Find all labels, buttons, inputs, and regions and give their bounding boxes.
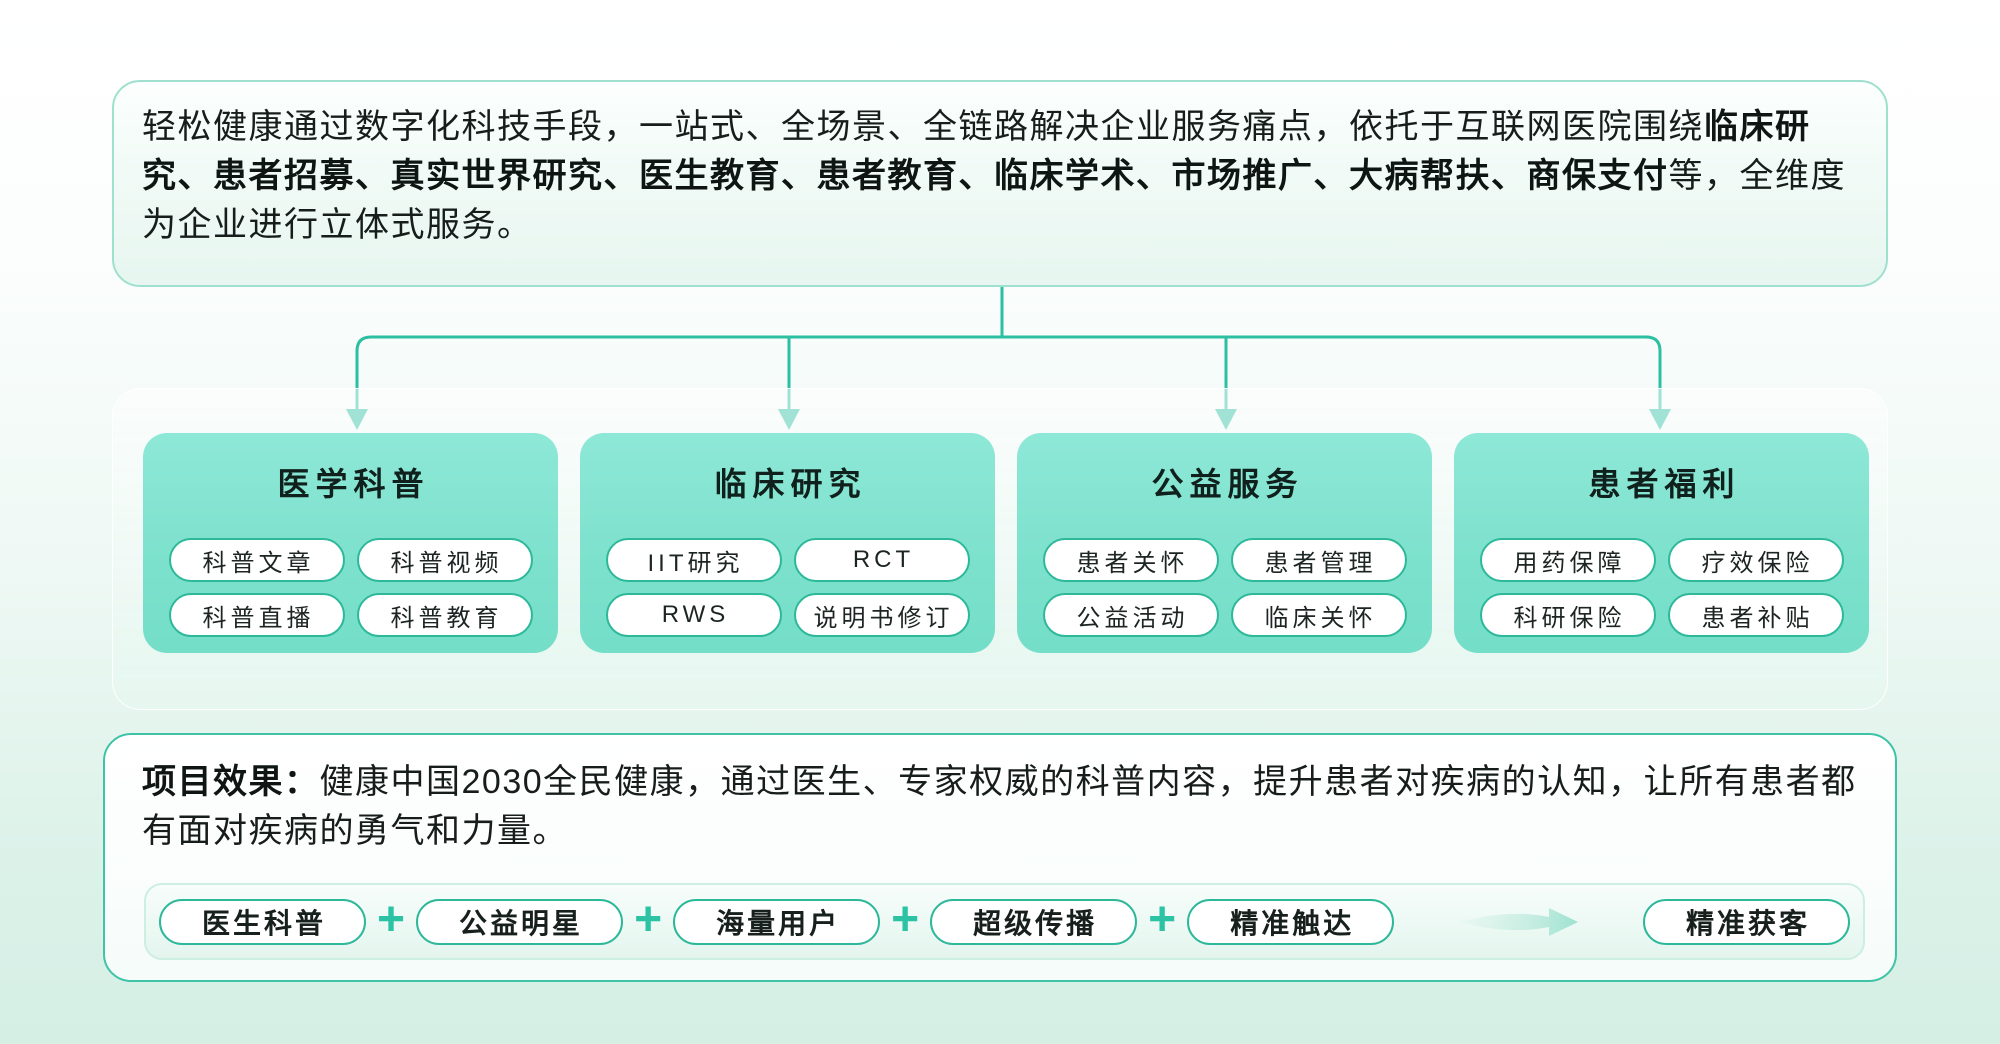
flow-step-pill: 超级传播: [930, 898, 1138, 945]
branch-box-medical-science: 医学科普 科普文章 科普视频 科普直播 科普教育: [143, 433, 558, 653]
tag-pill: 用药保障: [1479, 538, 1656, 582]
tag-pill: 疗效保险: [1667, 538, 1844, 582]
flow-arrow-wrap: [1394, 902, 1643, 942]
branch-title: 临床研究: [714, 466, 867, 502]
branch-title: 公益服务: [1151, 466, 1304, 502]
tag-pill: 临床关怀: [1230, 593, 1407, 637]
tag-pill: 说明书修订: [793, 593, 970, 637]
branch-box-clinical-research: 临床研究 IIT研究 RCT RWS 说明书修订: [580, 433, 995, 653]
tag-grid: 用药保障 疗效保险 科研保险 患者补贴: [1479, 538, 1844, 637]
tag-pill: 公益活动: [1042, 593, 1219, 637]
flow-step-pill: 精准触达: [1187, 898, 1395, 945]
intro-paragraph: 轻松健康通过数字化科技手段，一站式、全场景、全链路解决企业服务痛点，依托于互联网…: [142, 103, 1858, 250]
result-paragraph: 项目效果：健康中国2030全民健康，通过医生、专家权威的科普内容，提升患者对疾病…: [142, 758, 1858, 856]
intro-text-regular-2: 等，全维度为企业进行立体式服务。: [142, 157, 1846, 244]
intro-card: 轻松健康通过数字化科技手段，一站式、全场景、全链路解决企业服务痛点，依托于互联网…: [112, 80, 1888, 287]
tag-pill: 科研保险: [1479, 593, 1656, 637]
branch-row: 医学科普 科普文章 科普视频 科普直播 科普教育 临床研究 IIT研究 RCT …: [143, 433, 1869, 653]
flow-bar: 医生科普 + 公益明星 + 海量用户 + 超级传播 + 精准触达: [144, 883, 1865, 960]
flow-step-pill: 医生科普: [159, 898, 367, 945]
result-label-bold: 项目效果：: [142, 763, 320, 801]
plus-icon: +: [891, 892, 920, 946]
tag-grid: 科普文章 科普视频 科普直播 科普教育: [168, 538, 533, 637]
flow-result-pill: 精准获客: [1642, 898, 1850, 945]
swoosh-arrow-right-icon: [1458, 907, 1578, 936]
branch-box-patient-benefits: 患者福利 用药保障 疗效保险 科研保险 患者补贴: [1454, 433, 1869, 653]
flow-step-pill: 公益明星: [416, 898, 624, 945]
branch-box-public-welfare: 公益服务 患者关怀 患者管理 公益活动 临床关怀: [1017, 433, 1432, 653]
intro-text-bold-services: 临床研究、患者招募、真实世界研究、医生教育、患者教育、临床学术、市场推广、大病帮…: [142, 108, 1811, 195]
tag-pill: IIT研究: [605, 538, 782, 582]
tag-pill: RWS: [605, 593, 782, 637]
tag-pill: 患者关怀: [1042, 538, 1219, 582]
plus-icon: +: [634, 892, 663, 946]
intro-text-regular-1: 轻松健康通过数字化科技手段，一站式、全场景、全链路解决企业服务痛点，依托于互联网…: [142, 108, 1704, 146]
tag-pill: 科普文章: [168, 538, 345, 582]
branch-title: 医学科普: [277, 466, 430, 502]
tag-pill: 患者管理: [1230, 538, 1407, 582]
tag-pill: 科普教育: [356, 593, 533, 637]
tag-grid: 患者关怀 患者管理 公益活动 临床关怀: [1042, 538, 1407, 637]
tag-grid: IIT研究 RCT RWS 说明书修订: [605, 538, 970, 637]
tag-pill: 科普视频: [356, 538, 533, 582]
plus-icon: +: [377, 892, 406, 946]
plus-icon: +: [1148, 892, 1177, 946]
tag-pill: RCT: [793, 538, 970, 582]
tag-pill: 科普直播: [168, 593, 345, 637]
flow-step-pill: 海量用户: [673, 898, 881, 945]
branch-title: 患者福利: [1588, 466, 1741, 502]
result-card: 项目效果：健康中国2030全民健康，通过医生、专家权威的科普内容，提升患者对疾病…: [103, 733, 1897, 982]
tag-pill: 患者补贴: [1667, 593, 1844, 637]
result-description: 健康中国2030全民健康，通过医生、专家权威的科普内容，提升患者对疾病的认知，让…: [142, 763, 1857, 850]
